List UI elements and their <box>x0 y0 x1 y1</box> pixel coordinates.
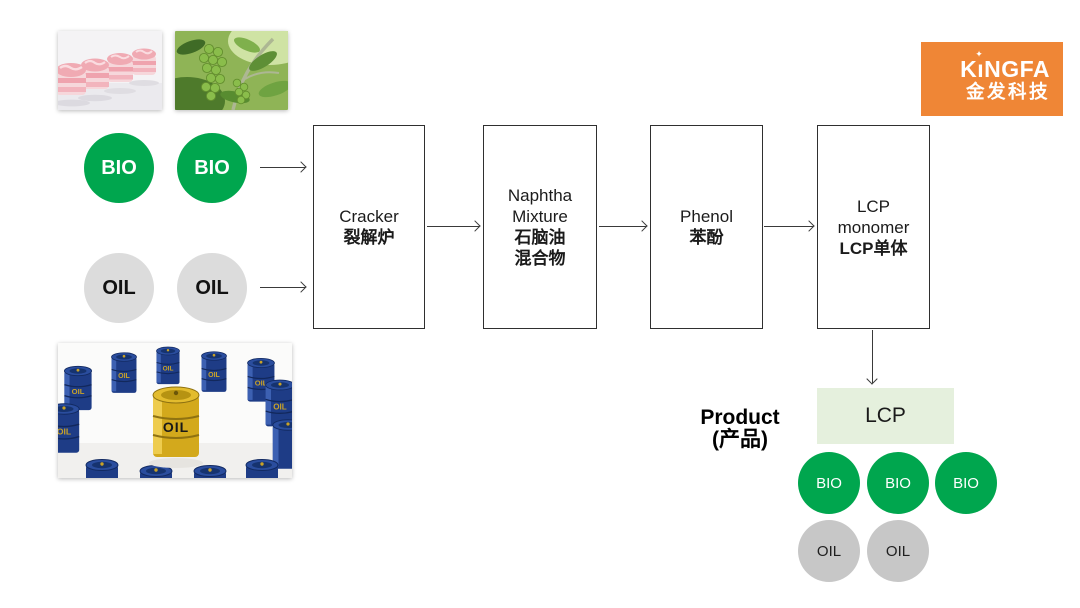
phenol-label-cn: 苯酚 <box>689 228 724 247</box>
product-bio-circle-2: BIO <box>867 452 929 514</box>
naphtha-label-en-1: Naphtha <box>507 186 573 205</box>
feed-oil-label: OIL <box>102 276 136 299</box>
oil-barrels-illustration: OIL OIL OIL <box>58 343 292 478</box>
product-oil-label: OIL <box>816 542 842 560</box>
product-bio-label: BIO <box>816 474 842 492</box>
feed-bio-circle-2: BIO <box>177 133 247 203</box>
feed-bio-label: BIO <box>101 156 137 179</box>
product-title: Product (产品) <box>678 407 802 451</box>
barrel-oil-text: OIL <box>273 402 287 411</box>
process-box-cracker: Cracker 裂解炉 <box>313 125 425 329</box>
naphtha-label-cn-2: 混合物 <box>514 249 566 268</box>
lcp-monomer-label-en-2: monomer <box>837 217 910 237</box>
barrel-oil-text: OIL <box>118 373 130 380</box>
feed-oil-circle-1: OIL <box>84 253 154 323</box>
process-box-phenol: Phenol 苯酚 <box>650 125 763 329</box>
cracker-label-cn: 裂解炉 <box>343 228 395 247</box>
product-title-en: Product <box>700 406 780 429</box>
green-plant-illustration <box>175 31 288 110</box>
product-bio-circle-3: BIO <box>935 452 997 514</box>
arrow-phenol-to-lcp-monomer <box>764 226 813 227</box>
kingfa-logo-cn: 金发科技 <box>965 80 1050 102</box>
feed-bio-label: BIO <box>194 156 230 179</box>
pork-belly-cubes-photo <box>58 31 162 110</box>
lcp-monomer-label-cn: LCP单体 <box>839 238 908 258</box>
arrow-lcp-monomer-to-product <box>872 330 873 383</box>
product-bio-circle-1: BIO <box>798 452 860 514</box>
feed-oil-label: OIL <box>195 276 229 299</box>
arrow-cracker-to-naphtha <box>427 226 479 227</box>
oil-barrels-photo: OIL OIL OIL <box>58 343 292 478</box>
barrel-oil-text: OIL <box>72 387 85 396</box>
arrow-oil-to-cracker <box>260 287 305 288</box>
arrow-naphtha-to-phenol <box>599 226 646 227</box>
feed-bio-circle-1: BIO <box>84 133 154 203</box>
barrel-oil-text: OIL <box>58 427 71 437</box>
product-lcp-box: LCP <box>817 388 954 444</box>
barrel-oil-text: OIL <box>255 379 268 388</box>
feed-oil-circle-2: OIL <box>177 253 247 323</box>
pork-belly-illustration <box>58 31 162 110</box>
green-berries-plant-photo <box>175 31 288 110</box>
lcp-monomer-label-en-1: LCP <box>856 196 891 216</box>
kingfa-logo-en: K✦ıNGFA <box>960 48 1050 82</box>
naphtha-label-en-2: Mixture <box>512 207 568 226</box>
barrel-oil-text: OIL <box>163 365 174 372</box>
naphtha-label-cn-1: 石脑油 <box>514 228 566 247</box>
product-oil-circle-1: OIL <box>798 520 860 582</box>
barrel-oil-text: OIL <box>208 372 220 379</box>
product-bio-label: BIO <box>885 474 911 492</box>
product-bio-label: BIO <box>953 474 979 492</box>
product-oil-circle-2: OIL <box>867 520 929 582</box>
gold-barrel-oil-text: OIL <box>163 419 189 435</box>
product-title-cn: (产品) <box>712 428 768 451</box>
kingfa-logo: K✦ıNGFA 金发科技 <box>921 42 1063 116</box>
product-lcp-label: LCP <box>865 404 906 427</box>
process-box-naphtha-mixture: Naphtha Mixture 石脑油 混合物 <box>483 125 597 329</box>
arrow-bio-to-cracker <box>260 167 305 168</box>
process-box-lcp-monomer: LCP monomer LCP单体 <box>817 125 930 329</box>
phenol-label-en: Phenol <box>680 207 733 226</box>
cracker-label-en: Cracker <box>339 207 399 226</box>
star-icon: ✦ <box>975 48 984 59</box>
product-oil-label: OIL <box>885 542 911 560</box>
